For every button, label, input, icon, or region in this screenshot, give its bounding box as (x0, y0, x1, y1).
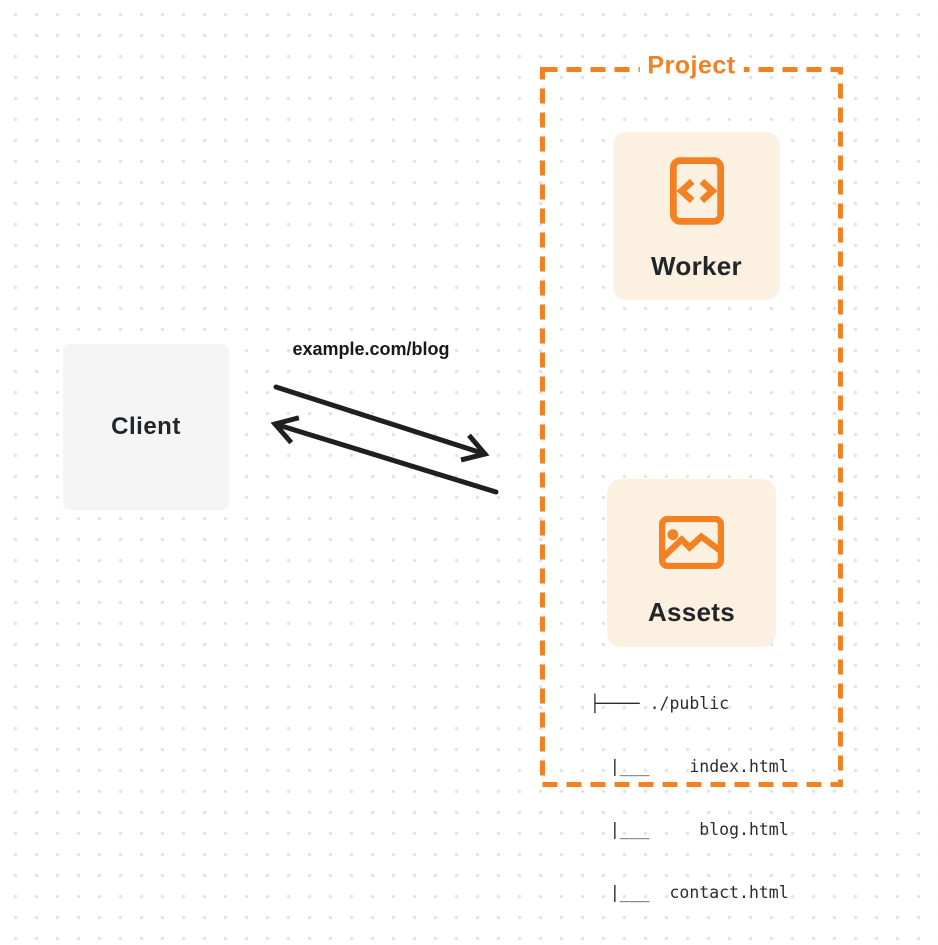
worker-label: Worker (651, 251, 742, 281)
assets-file-tree: ├──── ./public |___ index.html |___ blog… (590, 651, 789, 945)
tree-line-public: ├──── ./public (590, 694, 730, 713)
tree-line-index: |___ index.html (590, 757, 789, 776)
tree-line-contact: |___ contact.html (590, 883, 789, 902)
image-icon (659, 516, 724, 569)
worker-node: Worker (613, 132, 780, 300)
client-label: Client (111, 413, 181, 440)
request-arrow (273, 384, 490, 463)
response-arrow (270, 415, 499, 495)
request-url-label: example.com/blog (292, 339, 450, 359)
project-title: Project (639, 51, 744, 81)
tree-line-blog: |___ blog.html (590, 820, 789, 839)
client-node: Client (63, 344, 229, 510)
assets-node: Assets (607, 479, 776, 647)
project-group: Project Worker Assets ├──── ./public |__… (540, 51, 843, 902)
assets-label: Assets (647, 597, 736, 627)
diagram-page: { "colors": { "accent": "#F18122", "card… (0, 0, 938, 902)
code-file-icon (669, 157, 724, 225)
